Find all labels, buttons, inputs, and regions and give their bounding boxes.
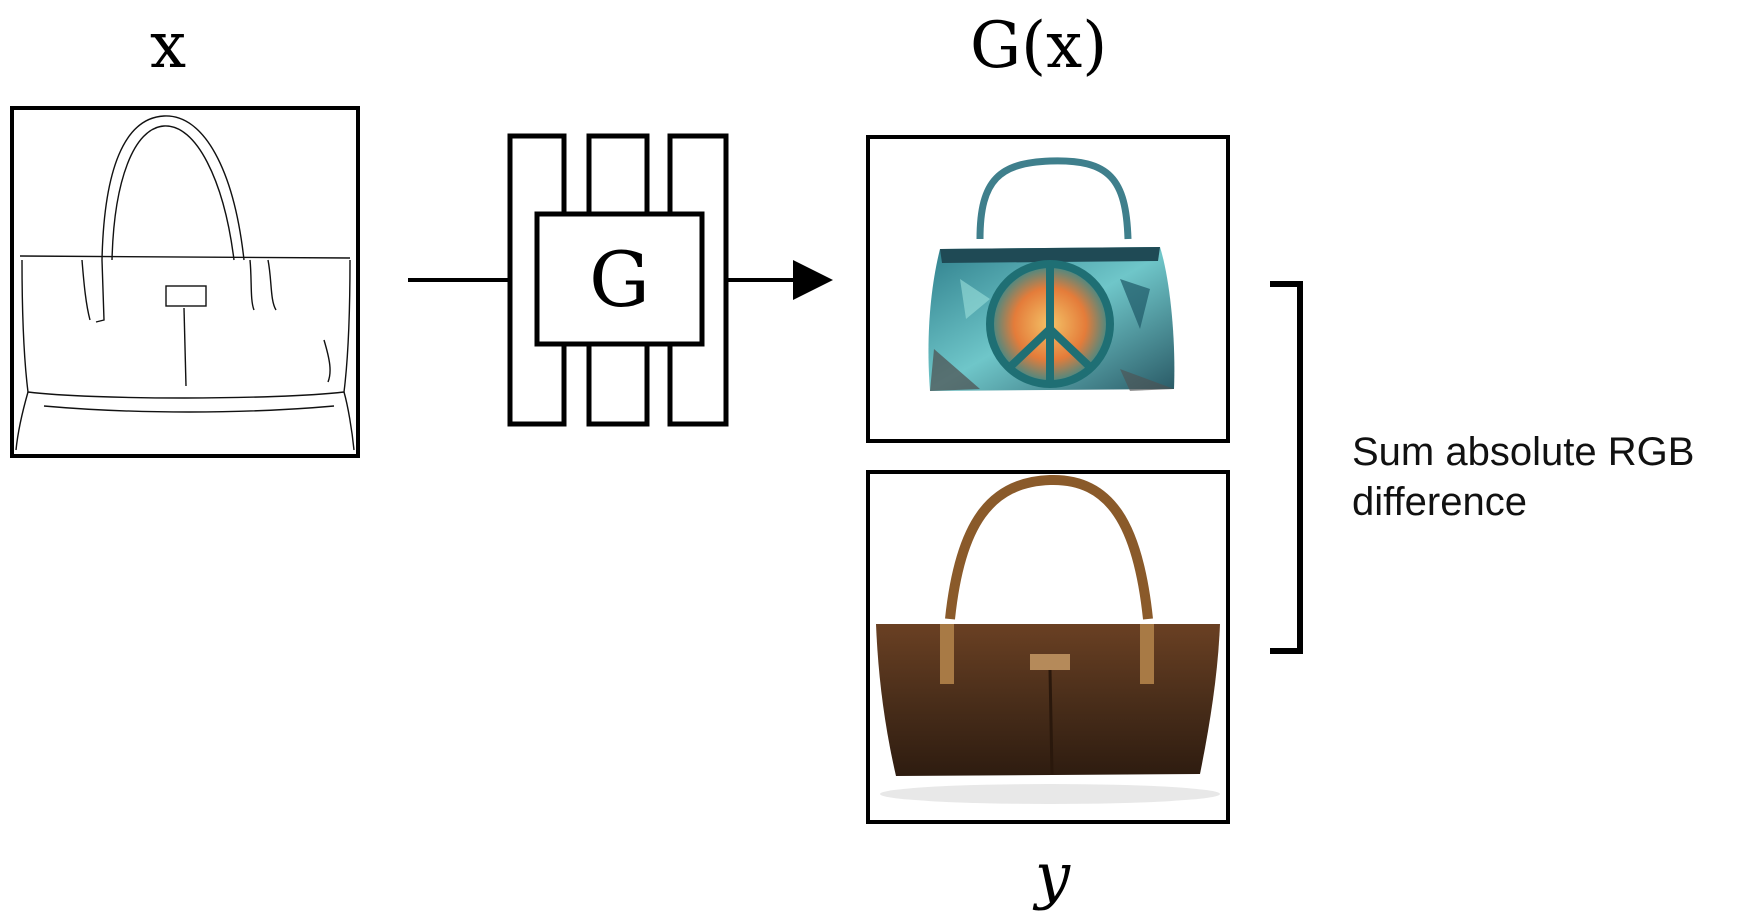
loss-line-1: Sum absolute RGB [1352, 430, 1695, 474]
generated-handbag [928, 157, 1175, 391]
input-sketch-image [10, 106, 360, 458]
loss-description: Sum absolute RGB difference [1352, 427, 1752, 527]
target-image [866, 470, 1230, 824]
loss-line-2: difference [1352, 480, 1527, 524]
target-label: y [1035, 839, 1071, 912]
target-handbag [876, 474, 1220, 804]
handbag-sketch [15, 115, 355, 451]
generator-label: G [589, 234, 650, 324]
output-label: G(x) [970, 9, 1108, 83]
generated-image [866, 135, 1230, 443]
input-label: x [150, 9, 187, 83]
comparison-bracket [1270, 281, 1303, 654]
